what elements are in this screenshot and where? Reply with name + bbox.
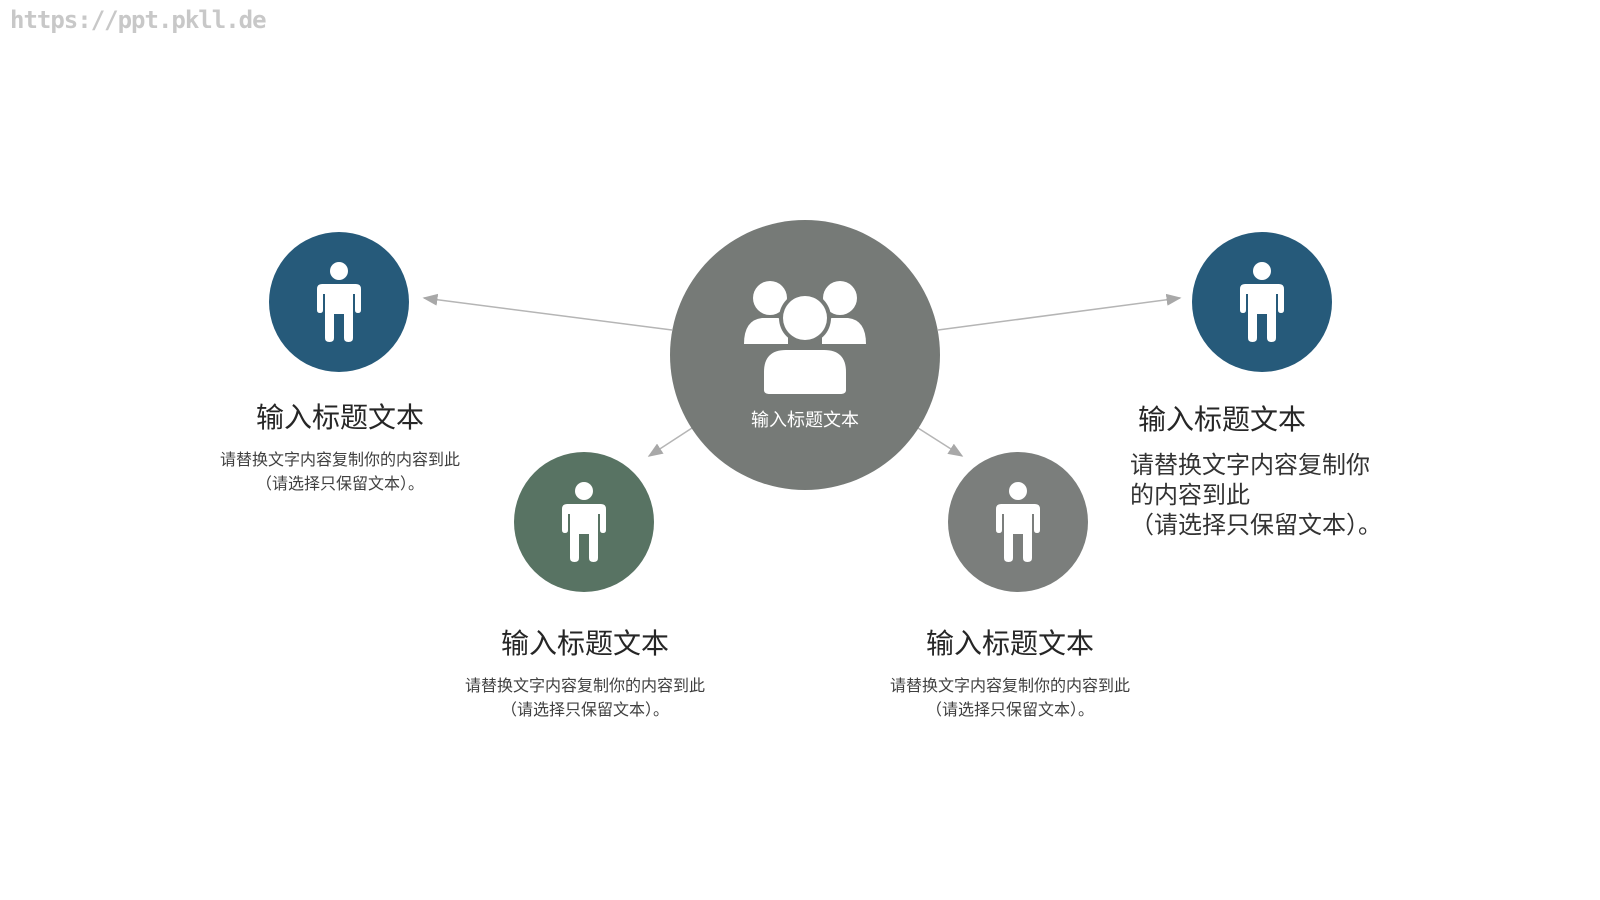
node-2-line-1: 请替换文字内容复制你的内容到此: [464, 676, 705, 695]
person-icon: [562, 482, 606, 562]
center-label: 输入标题文本: [751, 410, 859, 431]
node-4-text: 输入标题文本 请替换文字内容复制你 的内容到此 （请选择只保留文本）。: [1130, 402, 1430, 540]
center-circle: 输入标题文本: [670, 220, 940, 490]
node-4-body: 请替换文字内容复制你 的内容到此 （请选择只保留文本）。: [1130, 450, 1430, 540]
node-2-circle: [514, 452, 654, 592]
node-2-title: 输入标题文本: [500, 627, 669, 660]
node-1-text: 输入标题文本 请替换文字内容复制你的内容到此 （请选择只保留文本）。: [200, 400, 480, 496]
node-2-text: 输入标题文本 请替换文字内容复制你的内容到此 （请选择只保留文本）。: [445, 626, 725, 722]
node-2-body: 请替换文字内容复制你的内容到此 （请选择只保留文本）。: [445, 674, 725, 722]
node-1-title: 输入标题文本: [255, 401, 424, 434]
node-4-circle: [1192, 232, 1332, 372]
node-3-line-2: （请选择只保留文本）。: [925, 700, 1094, 719]
group-users-icon: [744, 281, 866, 394]
node-2-line-2: （请选择只保留文本）。: [500, 700, 669, 719]
node-3-text: 输入标题文本 请替换文字内容复制你的内容到此 （请选择只保留文本）。: [870, 626, 1150, 722]
person-icon: [996, 482, 1040, 562]
node-4-line-2: 的内容到此: [1130, 481, 1250, 509]
node-3-circle: [948, 452, 1088, 592]
arrow-to-node-2: [647, 427, 693, 457]
node-1-circle: [269, 232, 409, 372]
watermark-url: https://ppt.pkll.de: [10, 6, 267, 34]
node-3-body: 请替换文字内容复制你的内容到此 （请选择只保留文本）。: [870, 674, 1150, 722]
node-4-line-1: 请替换文字内容复制你: [1130, 451, 1370, 479]
node-3-line-1: 请替换文字内容复制你的内容到此: [889, 676, 1130, 695]
node-1-line-1: 请替换文字内容复制你的内容到此: [219, 450, 460, 469]
arrow-to-node-3: [917, 427, 964, 457]
person-icon: [317, 262, 361, 342]
node-4-title: 输入标题文本: [1138, 403, 1307, 436]
node-3-title: 输入标题文本: [925, 627, 1094, 660]
arrow-to-node-1: [422, 293, 673, 331]
node-1-body: 请替换文字内容复制你的内容到此 （请选择只保留文本）。: [200, 448, 480, 496]
node-1-line-2: （请选择只保留文本）。: [255, 474, 424, 493]
arrow-to-node-4: [937, 293, 1182, 331]
person-icon: [1240, 262, 1284, 342]
node-4-line-3: （请选择只保留文本）。: [1130, 511, 1382, 539]
